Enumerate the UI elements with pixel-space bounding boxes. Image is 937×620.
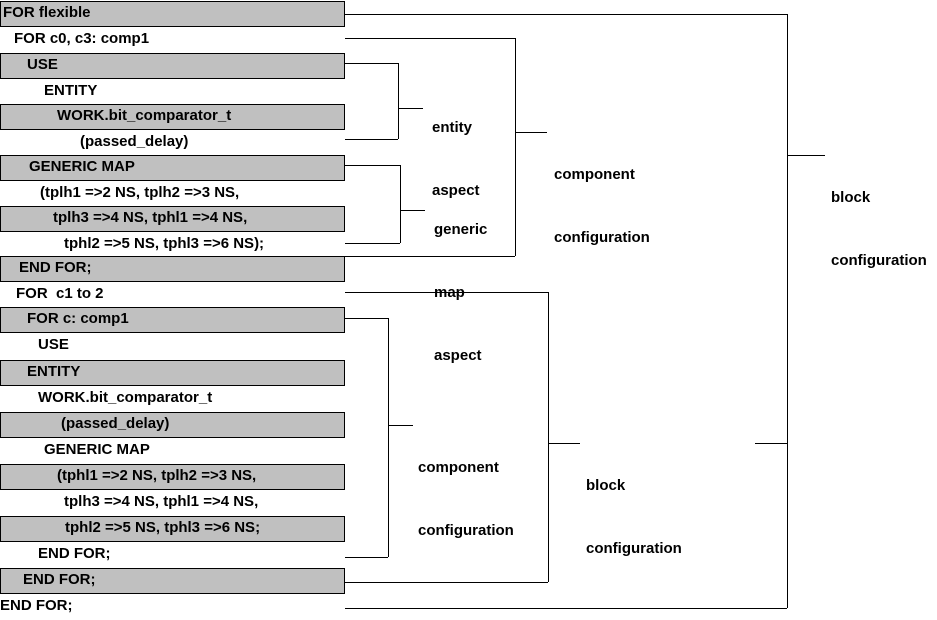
leader-line-for-c1-to-2 bbox=[345, 292, 548, 293]
leader-line-use bbox=[345, 63, 398, 64]
label-line: aspect bbox=[434, 347, 482, 364]
code-row: tplh3 =>4 NS, tphl1 =>4 NS, bbox=[64, 493, 259, 510]
leader-line-end-for-lower-inner bbox=[345, 557, 388, 558]
code-row: USE bbox=[0, 53, 345, 79]
bracket-generic-map-aspect bbox=[400, 165, 401, 243]
stub-generic-map-aspect bbox=[400, 210, 425, 211]
code-row: FOR flexible bbox=[0, 1, 345, 27]
label-line: entity bbox=[432, 119, 473, 136]
leader-line-generic-map-upper bbox=[345, 165, 400, 166]
label-line: aspect bbox=[432, 182, 480, 199]
stub-block-configuration-lower bbox=[548, 443, 580, 444]
stub-block-configuration-upper bbox=[787, 155, 825, 156]
stub-component-configuration-upper bbox=[515, 132, 547, 133]
label-component-configuration-upper: component configuration bbox=[554, 122, 650, 290]
code-row: WORK.bit_comparator_t bbox=[0, 104, 345, 130]
code-row: WORK.bit_comparator_t bbox=[38, 389, 213, 406]
stub-component-configuration-lower bbox=[388, 425, 413, 426]
code-row: USE bbox=[38, 336, 69, 353]
leader-line-generic-values-upper bbox=[345, 243, 400, 244]
code-row: FOR c: comp1 bbox=[0, 307, 345, 333]
code-row: tphl2 =>5 NS, tphl3 =>6 NS); bbox=[64, 235, 265, 252]
bracket-component-configuration-lower bbox=[388, 318, 389, 557]
label-line: configuration bbox=[586, 540, 682, 557]
bracket-component-configuration-upper bbox=[515, 38, 516, 256]
label-entity-aspect: entity aspect bbox=[432, 75, 480, 243]
label-block-configuration-upper: block configuration bbox=[831, 145, 927, 313]
leader-line-for-c0-c3 bbox=[345, 38, 515, 39]
code-row: END FOR; bbox=[0, 568, 345, 594]
label-line: generic bbox=[434, 221, 488, 238]
code-row: END FOR; bbox=[38, 545, 111, 562]
code-row: GENERIC MAP bbox=[0, 155, 345, 181]
label-line: block bbox=[831, 189, 871, 206]
code-row: END FOR; bbox=[0, 597, 73, 614]
label-line: configuration bbox=[554, 229, 650, 246]
code-row: GENERIC MAP bbox=[44, 441, 150, 458]
code-row: ENTITY bbox=[0, 360, 345, 386]
label-line: configuration bbox=[831, 252, 927, 269]
code-row: (tphl1 =>2 NS, tplh2 =>3 NS, bbox=[0, 464, 345, 490]
stub-block-configuration-lower-right bbox=[755, 443, 787, 444]
code-row: FOR c1 to 2 bbox=[16, 285, 104, 302]
leader-line-end-for-lower-outer bbox=[345, 582, 548, 583]
code-row: (passed_delay) bbox=[0, 412, 345, 438]
label-line: configuration bbox=[418, 522, 514, 539]
label-component-configuration-lower: component configuration bbox=[418, 415, 514, 583]
leader-line-end-for-outer bbox=[345, 608, 787, 609]
label-line: block bbox=[586, 477, 626, 494]
code-row: ENTITY bbox=[44, 82, 98, 99]
code-row: FOR c0, c3: comp1 bbox=[14, 30, 150, 47]
label-line: component bbox=[554, 166, 635, 183]
bracket-block-configuration-lower bbox=[548, 292, 549, 582]
leader-line-end-for-upper bbox=[345, 256, 515, 257]
label-line: component bbox=[418, 459, 499, 476]
label-block-configuration-lower: block configuration bbox=[586, 433, 682, 601]
code-row: tphl2 =>5 NS, tphl3 =>6 NS; bbox=[0, 516, 345, 542]
code-row: tplh3 =>4 NS, tphl1 =>4 NS, bbox=[0, 206, 345, 232]
bracket-entity-aspect bbox=[398, 63, 399, 139]
leader-line-for-c-comp1 bbox=[345, 318, 388, 319]
leader-line-passed-delay-upper bbox=[345, 139, 398, 140]
code-row: (passed_delay) bbox=[80, 133, 189, 150]
leader-line-for-flexible bbox=[345, 14, 787, 15]
code-row: (tplh1 =>2 NS, tplh2 =>3 NS, bbox=[40, 184, 240, 201]
label-generic-map-aspect: generic map aspect bbox=[434, 177, 487, 408]
code-row: END FOR; bbox=[0, 256, 345, 282]
stub-entity-aspect bbox=[398, 108, 423, 109]
label-line: map bbox=[434, 284, 465, 301]
bracket-block-configuration-outer bbox=[787, 14, 788, 608]
